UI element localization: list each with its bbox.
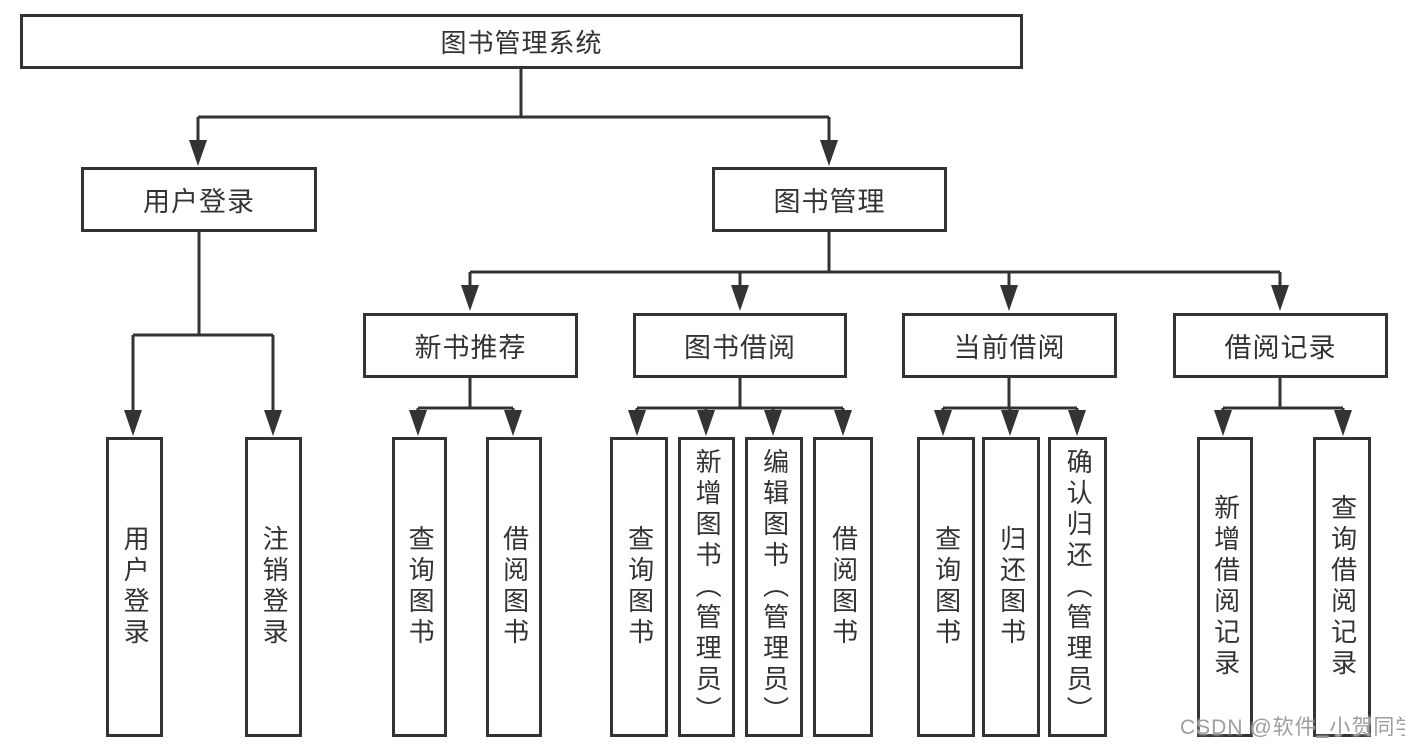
node-label: 查询图书: [405, 525, 436, 649]
node-label: 新增借阅记录: [1210, 494, 1241, 680]
node-label: 查询图书: [931, 525, 962, 649]
leaf-query-borrow-record: 查询借阅记录: [1313, 437, 1371, 737]
node-borrowing-records: 借阅记录: [1173, 313, 1388, 378]
node-label: 借阅图书: [828, 525, 859, 649]
leaf-user-login: 用户登录: [106, 437, 163, 737]
node-label: 图书管理: [773, 187, 886, 217]
leaf-logout-login: 注销登录: [245, 437, 302, 737]
csdn-watermark: CSDN @软件_小贺同学: [1180, 716, 1405, 739]
node-label: 借阅记录: [1224, 333, 1337, 363]
leaf-edit-books-admin: 编辑图书（管理员）: [745, 437, 803, 737]
leaf-query-books-borrowing: 查询图书: [610, 437, 668, 737]
node-label: 新增图书（管理员）: [692, 447, 723, 727]
node-label: 查询借阅记录: [1327, 494, 1358, 680]
leaf-add-borrow-record: 新增借阅记录: [1197, 437, 1253, 737]
leaf-query-books-current: 查询图书: [917, 437, 975, 737]
node-label: 查询图书: [624, 525, 655, 649]
node-library-system-root: 图书管理系统: [20, 14, 1023, 69]
arrowhead-icons: [124, 140, 1352, 436]
node-label: 用户登录: [143, 187, 255, 217]
node-label: 确认归还（管理员）: [1063, 447, 1094, 727]
leaf-borrow-books-borrowing: 借阅图书: [813, 437, 873, 737]
node-label: 借阅图书: [499, 525, 530, 649]
node-label: 当前借阅: [953, 333, 1066, 363]
leaf-borrow-books-recommend: 借阅图书: [486, 437, 542, 737]
node-book-borrowing: 图书借阅: [633, 313, 847, 378]
node-book-management: 图书管理: [712, 167, 947, 232]
node-label: 图书管理系统: [440, 28, 603, 58]
node-label: 归还图书: [996, 525, 1027, 649]
node-label: 注销登录: [259, 525, 290, 649]
node-new-book-recommend: 新书推荐: [363, 313, 578, 378]
node-label: 用户登录: [120, 525, 151, 649]
leaf-confirm-return-admin: 确认归还（管理员）: [1048, 437, 1107, 737]
node-current-borrowing: 当前借阅: [902, 313, 1117, 378]
leaf-return-books: 归还图书: [982, 437, 1040, 737]
leaf-query-books-recommend: 查询图书: [392, 437, 447, 737]
node-label: 新书推荐: [414, 333, 527, 363]
node-label: 图书借阅: [684, 333, 796, 363]
leaf-add-books-admin: 新增图书（管理员）: [678, 437, 735, 737]
node-user-login: 用户登录: [81, 167, 317, 232]
node-label: 编辑图书（管理员）: [759, 447, 790, 727]
